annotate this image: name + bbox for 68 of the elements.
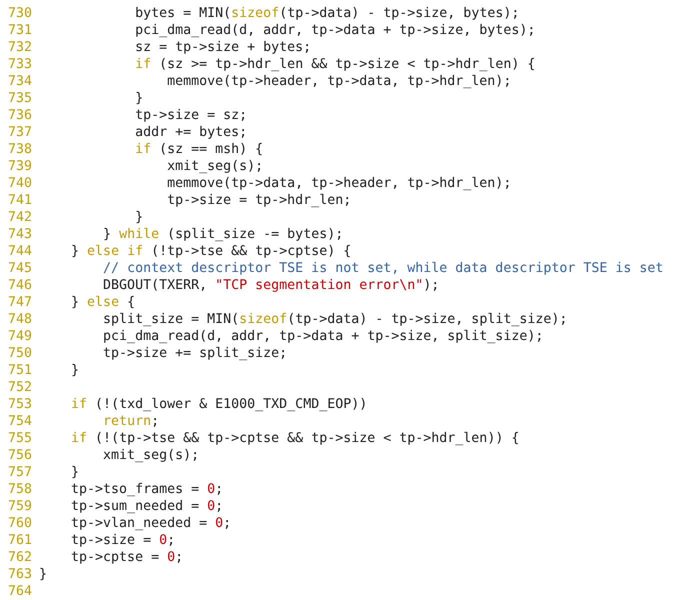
line-number: 757: [8, 464, 32, 481]
line-number: 755: [8, 430, 32, 447]
code-line: }: [39, 566, 48, 583]
line-number: 761: [8, 532, 32, 549]
line-number: 751: [8, 362, 32, 379]
line-number: 753: [8, 396, 32, 413]
code-line: return;: [102, 413, 160, 430]
code-line: bytes = MIN(sizeof(tp->data) - tp->size, bytes);: [134, 5, 520, 22]
code-line: sz = tp->size + bytes;: [134, 39, 312, 56]
line-number: 735: [8, 90, 32, 107]
code-line: tp->vlan_needed = 0;: [70, 515, 232, 532]
code-line: xmit_seg(s);: [102, 447, 200, 464]
line-number: 749: [8, 328, 32, 345]
line-number: 752: [8, 379, 32, 396]
line-number: 739: [8, 158, 32, 175]
line-number: 758: [8, 481, 32, 498]
code-line: memmove(tp->data, tp->header, tp->hdr_len);: [166, 175, 512, 192]
code-line: } else {: [70, 294, 136, 311]
line-number: 741: [8, 192, 32, 209]
line-number: 743: [8, 226, 32, 243]
line-number: 740: [8, 175, 32, 192]
line-number: 742: [8, 209, 32, 226]
code-line: }: [70, 464, 80, 481]
code-line: tp->size = tp->hdr_len;: [166, 192, 352, 209]
line-number: 759: [8, 498, 32, 515]
line-number: 754: [8, 413, 32, 430]
line-number: 744: [8, 243, 32, 260]
code-line: tp->tso_frames = 0;: [70, 481, 224, 498]
code-line: xmit_seg(s);: [166, 158, 264, 175]
line-number: 731: [8, 22, 32, 39]
code-line: if (sz == msh) {: [134, 141, 264, 158]
code-line: if (!(tp->tse && tp->cptse && tp->size < tp->hdr_len)) {: [70, 430, 520, 447]
code-line: pci_dma_read(d, addr, tp->data + tp->size, bytes);: [134, 22, 536, 39]
line-number: 733: [8, 56, 32, 73]
line-number: 756: [8, 447, 32, 464]
line-number: 736: [8, 107, 32, 124]
code-line: DBGOUT(TXERR, "TCP segmentation error\n");: [102, 277, 440, 294]
code-line: pci_dma_read(d, addr, tp->data + tp->size, split_size);: [102, 328, 544, 345]
line-number: 734: [8, 73, 32, 90]
code-line: } else if (!tp->tse && tp->cptse) {: [70, 243, 352, 260]
code-line: // context descriptor TSE is not set, while data descriptor TSE is set: [102, 260, 664, 277]
line-number: 764: [8, 583, 32, 600]
code-line: addr += bytes;: [134, 124, 248, 141]
line-number: 737: [8, 124, 32, 141]
code-line: tp->sum_needed = 0;: [70, 498, 224, 515]
line-number: 732: [8, 39, 32, 56]
code-line: }: [70, 362, 80, 379]
code-line: } while (split_size -= bytes);: [102, 226, 344, 243]
code-line: tp->cptse = 0;: [70, 549, 184, 566]
code-line: tp->size += split_size;: [102, 345, 288, 362]
code-line: tp->size = sz;: [134, 107, 248, 124]
code-line: if (!(txd_lower & E1000_TXD_CMD_EOP)): [70, 396, 368, 413]
code-line: }: [134, 209, 144, 226]
code-line: if (sz >= tp->hdr_len && tp->size < tp->hdr_len) {: [134, 56, 536, 73]
code-line: }: [134, 90, 144, 107]
line-number: 746: [8, 277, 32, 294]
line-number: 748: [8, 311, 32, 328]
line-number: 745: [8, 260, 32, 277]
code-line: memmove(tp->header, tp->data, tp->hdr_len);: [166, 73, 512, 90]
line-number: 730: [8, 5, 32, 22]
line-number: 760: [8, 515, 32, 532]
code-line: split_size = MIN(sizeof(tp->data) - tp->size, split_size);: [102, 311, 568, 328]
code-line: tp->size = 0;: [70, 532, 176, 549]
line-number: 747: [8, 294, 32, 311]
line-number: 762: [8, 549, 32, 566]
line-number: 763: [8, 566, 32, 583]
line-number: 750: [8, 345, 32, 362]
line-number: 738: [8, 141, 32, 158]
